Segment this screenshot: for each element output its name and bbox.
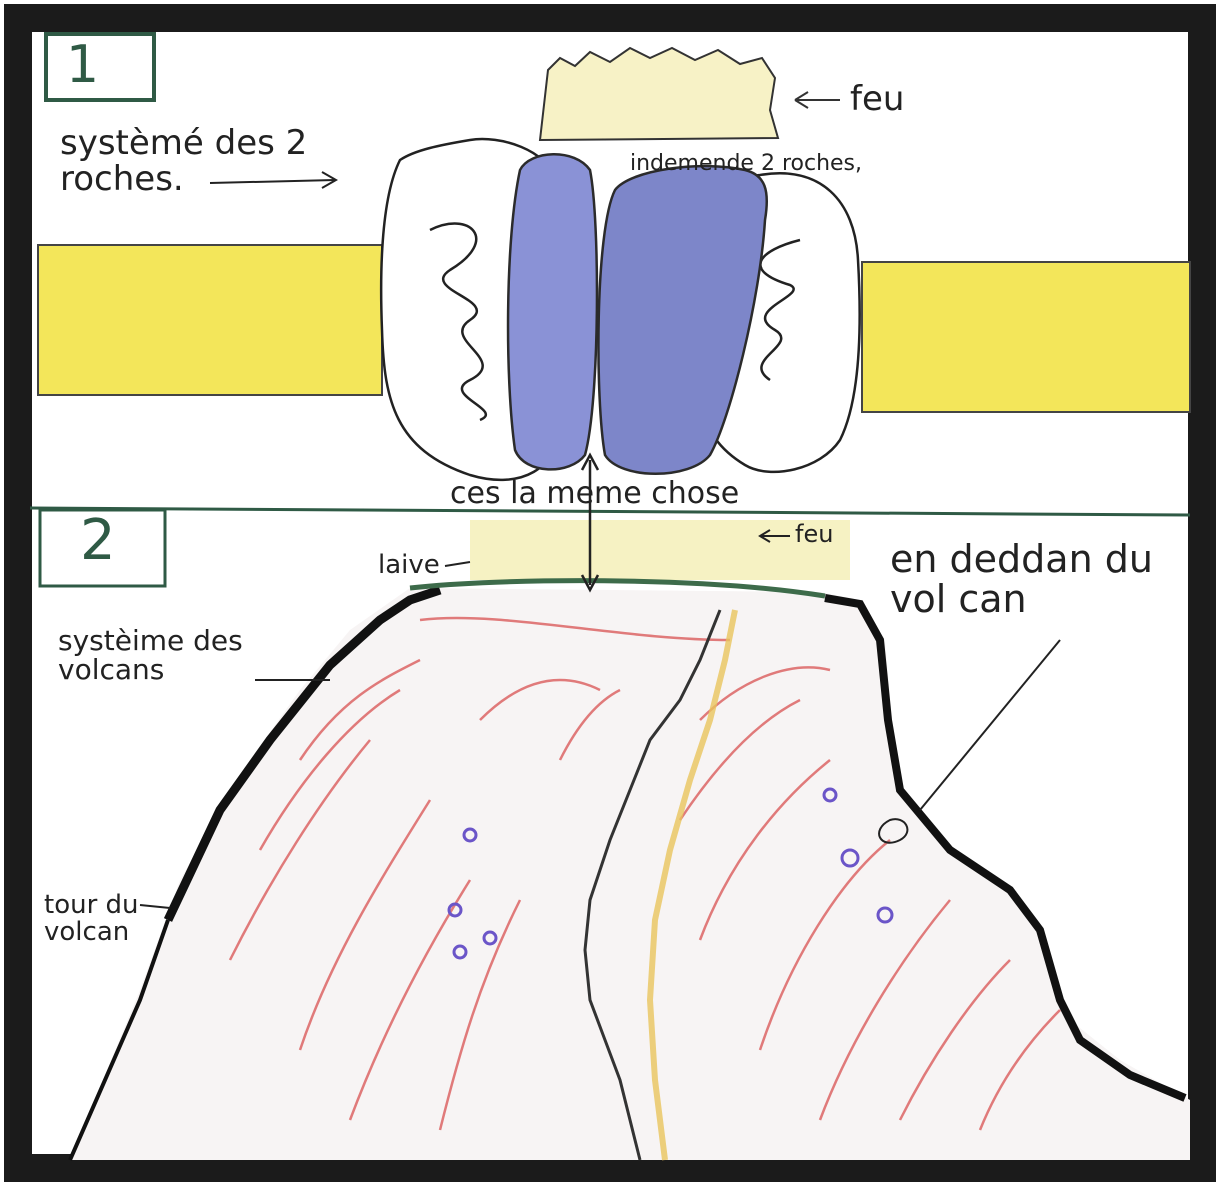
- panel-2-number: 2: [80, 512, 116, 571]
- label-under-fire: indemende 2 roches,: [630, 152, 862, 175]
- inside-pointer: [920, 640, 1060, 810]
- label-fire-top: feu: [850, 82, 904, 118]
- label-rock-system: systèmé des 2 roches.: [60, 126, 380, 197]
- label-fire-volcano: feu: [795, 522, 833, 547]
- label-inside-volcano: en deddan du vol can: [890, 540, 1190, 620]
- left-yellow-bar: [38, 245, 382, 395]
- right-yellow-bar: [862, 262, 1190, 412]
- panel-1-number-box: [46, 34, 154, 100]
- blue-rock-left: [508, 154, 597, 469]
- label-same-thing: ces la meme chose: [450, 478, 739, 510]
- fire-shape-top: [540, 48, 778, 140]
- label-lava: laive: [378, 552, 440, 579]
- label-volcano-system: systèime des volcans: [58, 626, 298, 685]
- fire-band-volcano: [470, 520, 850, 580]
- lava-arrow: [445, 562, 470, 566]
- label-volcano-edge: tour du volcan: [44, 892, 154, 947]
- panel-1-number: 1: [66, 38, 99, 93]
